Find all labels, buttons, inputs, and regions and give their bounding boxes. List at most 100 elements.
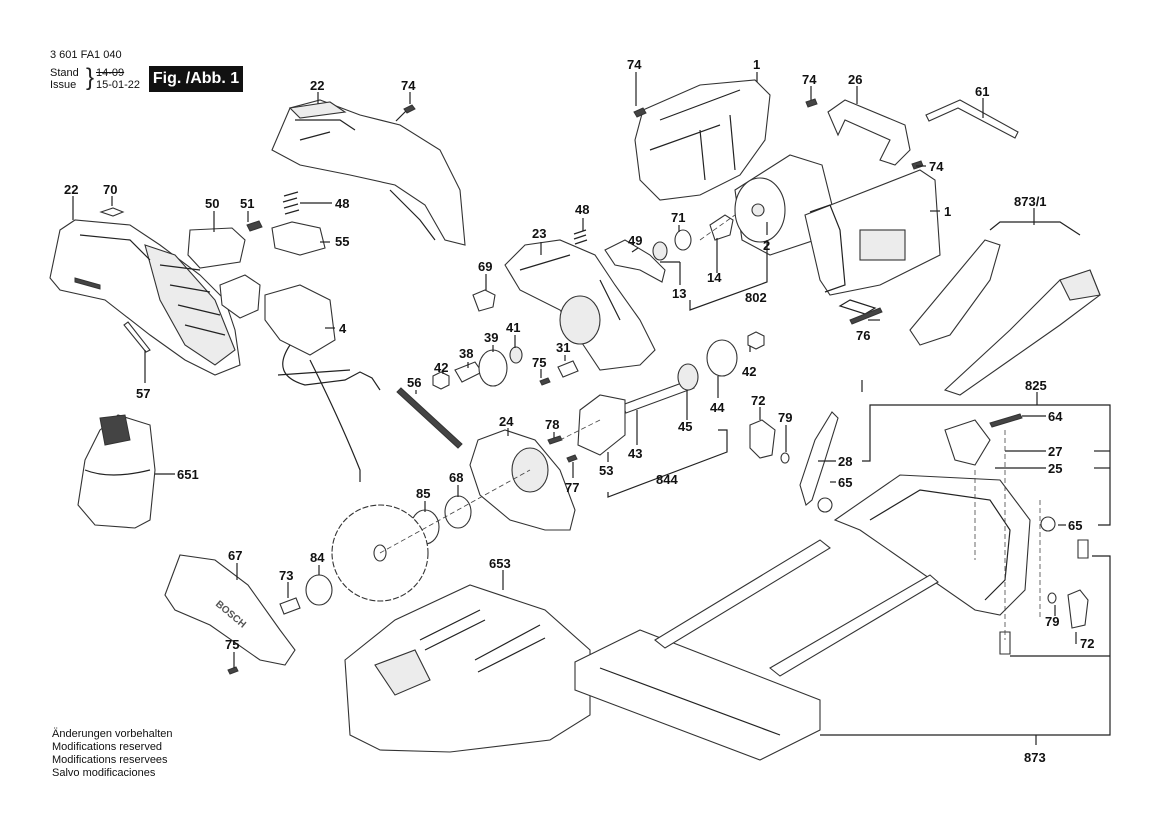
callout-24: 24: [499, 414, 514, 429]
part-spring-rod: [396, 387, 463, 449]
stand-date: 14-09: [96, 67, 125, 79]
part-blade-screw: [279, 597, 301, 615]
part-plate: [604, 239, 666, 283]
callout-labels: 22 74 74 1 74 26 61 74 1 22 70 50 51 48 …: [64, 57, 1094, 765]
callout-64: 64: [1048, 409, 1063, 424]
callout-69: 69: [478, 259, 492, 274]
callout-65: 65: [1068, 518, 1082, 533]
callout-28: 28: [838, 454, 852, 469]
part-pinion: [709, 214, 734, 241]
part-nut: [747, 331, 765, 350]
callout-42: 42: [742, 364, 756, 379]
callout-825: 825: [1025, 378, 1047, 393]
callout-53: 53: [599, 463, 613, 478]
part-motor-housing-half: [634, 79, 771, 201]
part-pin: [989, 413, 1023, 428]
callout-73: 73: [279, 568, 293, 583]
part-plug: [1040, 516, 1056, 532]
part-screw: [805, 98, 818, 108]
callout-844: 844: [656, 472, 678, 487]
part-plug: [817, 497, 833, 513]
callout-74: 74: [929, 159, 944, 174]
part-spindle-housing: [577, 394, 626, 456]
modifications-notice: Änderungen vorbehalten Modifications res…: [52, 728, 172, 780]
part-o-ring: [674, 229, 692, 251]
part-on-off-switch: [219, 274, 381, 482]
part-bearing: [509, 346, 523, 364]
part-hex-key: [925, 99, 1019, 139]
callout-43: 43: [628, 446, 642, 461]
part-bolt: [999, 631, 1011, 655]
callout-31: 31: [556, 340, 570, 355]
callout-802: 802: [745, 290, 767, 305]
callout-79: 79: [778, 410, 792, 425]
callout-75: 75: [225, 637, 239, 652]
callout-74: 74: [401, 78, 416, 93]
callout-67: 67: [228, 548, 242, 563]
callout-65: 65: [838, 475, 852, 490]
part-pin: [547, 435, 563, 445]
part-gear-housing: [504, 239, 656, 371]
part-ring: [444, 495, 472, 529]
callout-72: 72: [1080, 636, 1094, 651]
callout-4: 4: [339, 321, 347, 336]
part-knob: [749, 419, 776, 459]
part-blade-cover: BOSCH: [164, 554, 296, 666]
callout-51: 51: [240, 196, 254, 211]
callout-48: 48: [575, 202, 589, 217]
callout-25: 25: [1048, 461, 1062, 476]
part-seal-strip: [123, 321, 151, 353]
callout-653: 653: [489, 556, 511, 571]
part-lower-blade-guard: [469, 429, 576, 531]
part-gear: [478, 349, 508, 387]
callout-45: 45: [678, 419, 692, 434]
callout-651: 651: [177, 467, 199, 482]
callout-27: 27: [1048, 444, 1062, 459]
part-lock-button: [271, 221, 326, 256]
part-clip: [99, 207, 125, 217]
part-screw: [633, 107, 647, 118]
callout-74: 74: [627, 57, 642, 72]
part-bearing: [652, 241, 668, 261]
part-flange-outer: [305, 574, 333, 606]
part-spring-large: [282, 191, 300, 215]
part-riving-knife: [799, 411, 839, 506]
callout-14: 14: [707, 270, 722, 285]
part-spring-small: [246, 220, 263, 232]
callout-85: 85: [416, 486, 430, 501]
part-bushing: [557, 360, 579, 378]
part-screw: [911, 160, 924, 170]
part-screw: [539, 377, 551, 386]
figure-badge: Fig. /Abb. 1: [149, 66, 243, 92]
part-motor-housing: [804, 169, 941, 296]
callout-74: 74: [802, 72, 817, 87]
document-number: 3 601 FA1 040: [50, 49, 122, 61]
callout-55: 55: [335, 234, 349, 249]
callout-48: 48: [335, 196, 349, 211]
part-battery-charger: [344, 584, 591, 753]
leader-lines: [72, 72, 1111, 745]
part-spring: [573, 229, 588, 245]
callout-873-1: 873/1: [1014, 194, 1047, 209]
callout-50: 50: [205, 196, 219, 211]
notice-line-fr: Modifications reservees: [52, 754, 168, 766]
part-screw: [227, 666, 239, 675]
notice-line-de: Änderungen vorbehalten: [52, 728, 173, 740]
callout-44: 44: [710, 400, 725, 415]
callout-56: 56: [407, 375, 421, 390]
callout-22: 22: [64, 182, 78, 197]
callout-26: 26: [848, 72, 862, 87]
callout-13: 13: [672, 286, 686, 301]
part-bracket: [827, 99, 911, 166]
issue-date: 15-01-22: [96, 79, 141, 91]
notice-line-en: Modifications reserved: [52, 741, 163, 753]
callout-68: 68: [449, 470, 463, 485]
callout-61: 61: [975, 84, 989, 99]
notice-line-es: Salvo modificaciones: [52, 767, 156, 779]
callout-42: 42: [434, 360, 448, 375]
callout-70: 70: [103, 182, 117, 197]
part-screw: [849, 307, 883, 325]
part-upper-blade-guard: [271, 99, 466, 246]
part-screw: [566, 454, 578, 463]
part-bracket-plate: [944, 419, 991, 466]
